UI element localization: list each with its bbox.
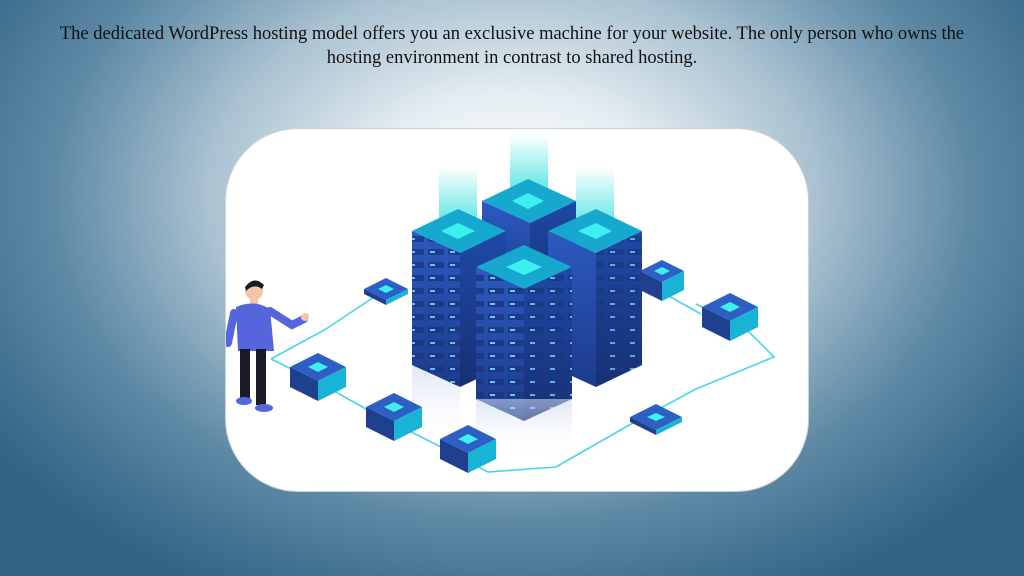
data-node (290, 353, 346, 401)
rack-reflection (412, 365, 460, 449)
person-icon (226, 280, 309, 412)
data-node (366, 393, 422, 441)
server-illustration (226, 134, 776, 473)
data-node (640, 260, 684, 301)
data-node (702, 293, 758, 341)
data-node (364, 278, 408, 305)
data-node (630, 404, 682, 435)
rack-reflection (476, 399, 572, 459)
server-rack-front (476, 245, 572, 421)
illustration-card (226, 129, 808, 491)
slide-caption: The dedicated WordPress hosting model of… (59, 24, 965, 68)
data-node (440, 425, 496, 473)
